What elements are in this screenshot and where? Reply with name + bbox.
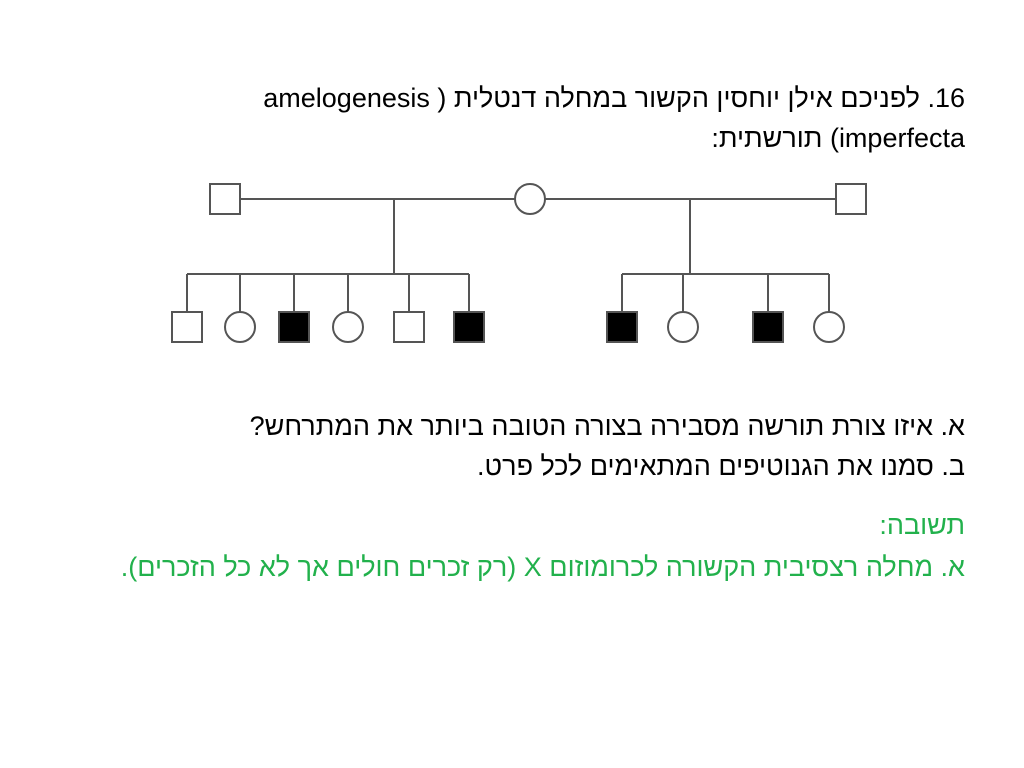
unaffected-female-II-4 [332, 311, 364, 343]
answer-heading: תשובה: [879, 510, 965, 540]
unaffected-male-II-1 [171, 311, 203, 343]
question-title-line-1: 16. לפניכם אילן יוחסין הקשור במחלה דנטלי… [263, 83, 965, 113]
pedigree-symbols [171, 183, 867, 343]
questions-block: א. איזו צורת תורשה מסבירה בצורה הטובה בי… [60, 406, 965, 486]
affected-male-II-7 [606, 311, 638, 343]
unaffected-female-I-2 [514, 183, 546, 215]
affected-male-II-3 [278, 311, 310, 343]
answer-a: א. מחלה רצסיבית הקשורה לכרומוזום X (רק ז… [120, 552, 965, 582]
unaffected-male-II-5 [393, 311, 425, 343]
unaffected-female-II-10 [813, 311, 845, 343]
unaffected-female-II-8 [667, 311, 699, 343]
question-title: 16. לפניכם אילן יוחסין הקשור במחלה דנטלי… [60, 78, 965, 158]
question-a: א. איזו צורת תורשה מסבירה בצורה הטובה בי… [249, 411, 965, 441]
affected-male-II-9 [752, 311, 784, 343]
affected-male-II-6 [453, 311, 485, 343]
question-b: ב. סמנו את הגנוטיפים המתאימים לכל פרט. [477, 451, 965, 481]
pedigree-lines [186, 198, 836, 312]
question-title-line-2: imperfecta) תורשתית: [711, 123, 965, 153]
unaffected-female-II-2 [224, 311, 256, 343]
answer-block: תשובה: א. מחלה רצסיבית הקשורה לכרומוזום … [60, 504, 965, 588]
unaffected-male-I-3 [835, 183, 867, 215]
unaffected-male-I-1 [209, 183, 241, 215]
